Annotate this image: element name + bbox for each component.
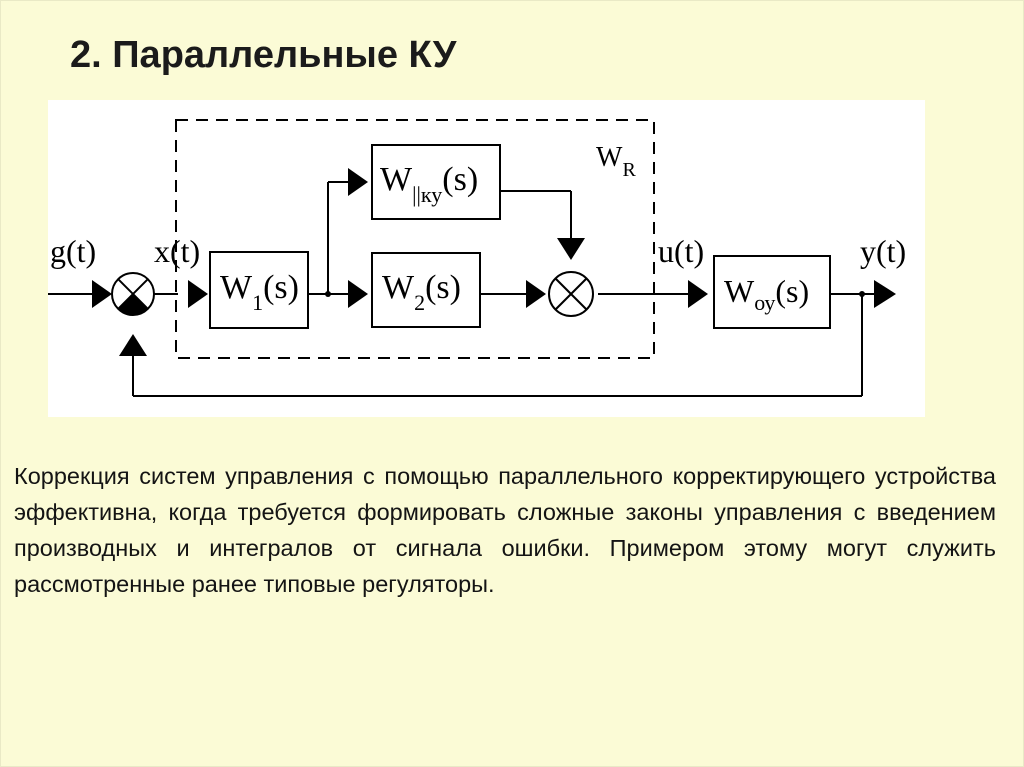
signal-u-label: u(t): [658, 233, 704, 269]
controller-region-label: WR: [596, 142, 636, 181]
signal-x-label: x(t): [154, 233, 200, 269]
arrow-into-w2: [348, 280, 368, 308]
w1-label: W1(s): [220, 269, 299, 315]
block-w2: [371, 252, 481, 328]
w2-label: W2(s): [382, 269, 461, 315]
sum1-negative-sector: [118, 294, 148, 315]
arrow-feedback-into-sum1: [119, 334, 147, 356]
block-w-plant: [713, 255, 831, 329]
sum2-cross-b: [554, 277, 588, 311]
block-w-parallel: [371, 144, 501, 220]
summing-junction-2: [548, 271, 594, 317]
summing-junction-1: [111, 272, 155, 316]
block-w1: [209, 251, 309, 329]
signal-y-label: y(t): [860, 233, 906, 269]
arrow-y-out: [874, 280, 896, 308]
w-parallel-label: W||ку(s): [380, 161, 478, 207]
arrow-into-sum2-top: [557, 238, 585, 260]
body-paragraph: Коррекция систем управления с помощью па…: [14, 463, 996, 597]
block-diagram-svg: W1(s) W2(s) W||ку(s) Wоу(s) WR g(t) x(t)…: [48, 100, 925, 417]
slide-title: 2. Параллельные КУ: [70, 34, 457, 76]
signal-g-label: g(t): [50, 233, 96, 269]
arrow-into-wplant: [688, 280, 708, 308]
arrow-into-wpar: [348, 168, 368, 196]
branch-point-y: [859, 291, 865, 297]
branch-point-w1: [325, 291, 331, 297]
signal-lines: [48, 181, 874, 397]
arrow-into-w1: [188, 280, 208, 308]
arrow-into-sum1: [92, 280, 112, 308]
w-plant-label: Wоу(s): [724, 273, 809, 315]
arrowheads: [92, 168, 896, 356]
block-diagram: W1(s) W2(s) W||ку(s) Wоу(s) WR g(t) x(t)…: [48, 100, 925, 417]
arrow-into-sum2-left: [526, 280, 546, 308]
